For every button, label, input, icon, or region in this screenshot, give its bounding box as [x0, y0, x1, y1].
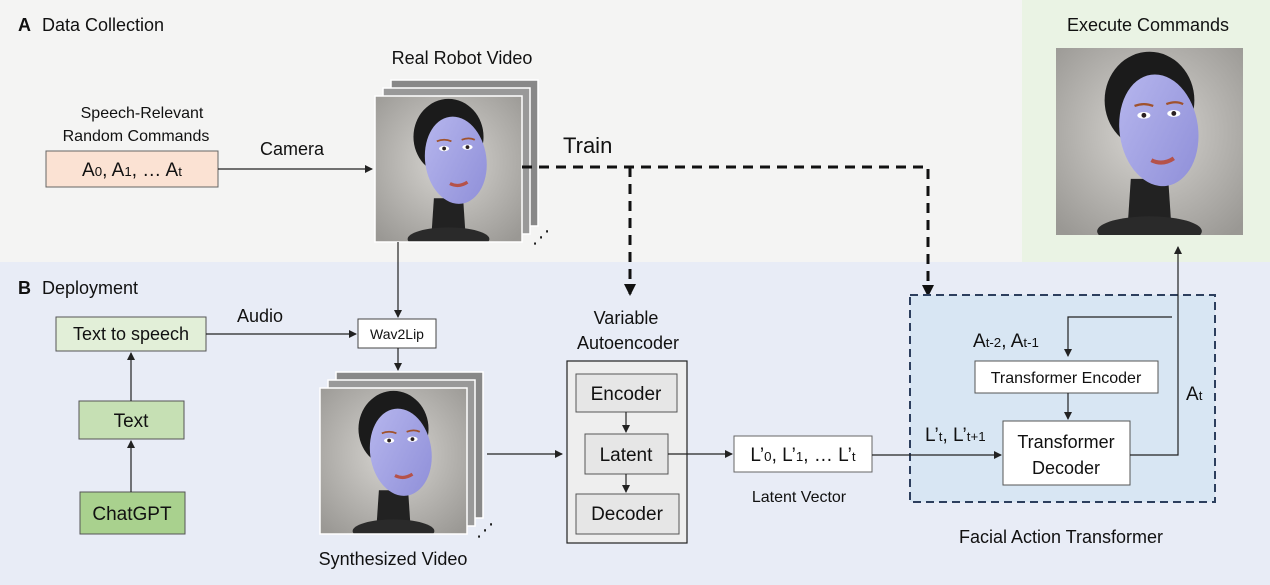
- audio-label: Audio: [237, 306, 283, 326]
- text-to-speech-box: [55, 316, 207, 352]
- latent-label: Latent: [600, 445, 654, 466]
- prev-actions-label: At-2, At-1: [973, 331, 1039, 352]
- transformer-decoder-line1: Transformer: [1017, 432, 1114, 452]
- synth-video-more-indicator: ⋰: [476, 520, 494, 540]
- vae-title-line2: Autoencoder: [577, 333, 679, 353]
- train-label: Train: [563, 133, 612, 158]
- section-b-letter: B: [18, 278, 31, 298]
- prev-actions-arrow: [1064, 316, 1172, 357]
- commands-label-line1: Speech-Relevant: [81, 105, 204, 122]
- encoder-label: Encoder: [591, 384, 662, 405]
- latent-vector-caption: Latent Vector: [752, 489, 847, 506]
- transformer-decoder-box: [1002, 420, 1131, 486]
- transformer-encoder-label: Transformer Encoder: [991, 370, 1142, 387]
- output-action-label: At: [1186, 384, 1203, 405]
- commands-label-line2: Random Commands: [63, 128, 210, 145]
- random-commands-values: A0, A1, … At: [82, 160, 182, 181]
- synthesized-video-title: Synthesized Video: [319, 549, 468, 569]
- wav2lip-box: [357, 318, 437, 349]
- section-b-title: Deployment: [42, 278, 138, 298]
- vae-title-line1: Variable: [594, 308, 659, 328]
- latent-inputs-label: L’t, L’t+1: [925, 425, 986, 446]
- real-robot-video-frame: [374, 95, 523, 243]
- real-video-more-indicator: ⋰: [532, 227, 550, 247]
- latent-vector-values: L’0, L’1, … L’t: [750, 445, 855, 466]
- latent-box: [584, 433, 669, 475]
- text-box: [78, 400, 185, 440]
- encoder-box: [575, 373, 678, 413]
- synthesized-video-frame: [319, 387, 468, 535]
- transformer-encoder-box: [974, 360, 1159, 394]
- decoder-label: Decoder: [591, 504, 663, 525]
- synthesized-video-stack: ⋰: [319, 371, 494, 540]
- latent-vector-box: [733, 435, 873, 473]
- facial-action-transformer-caption: Facial Action Transformer: [959, 527, 1163, 547]
- execute-commands-photo: [1056, 48, 1243, 246]
- decoder-box: [575, 493, 680, 535]
- wav2lip-label: Wav2Lip: [370, 326, 424, 342]
- decoder-output-arrow: [1130, 246, 1182, 456]
- text-to-speech-label: Text to speech: [73, 324, 189, 344]
- chatgpt-label: ChatGPT: [92, 504, 172, 525]
- real-robot-video-title: Real Robot Video: [392, 48, 533, 68]
- text-label: Text: [114, 411, 150, 432]
- camera-label: Camera: [260, 139, 325, 159]
- section-a-letter: A: [18, 15, 31, 35]
- section-a-title: Data Collection: [42, 15, 164, 35]
- transformer-decoder-line2: Decoder: [1032, 458, 1100, 478]
- real-robot-video-stack: ⋰: [374, 79, 550, 247]
- execute-commands-title: Execute Commands: [1067, 15, 1229, 35]
- chatgpt-box: [79, 491, 186, 535]
